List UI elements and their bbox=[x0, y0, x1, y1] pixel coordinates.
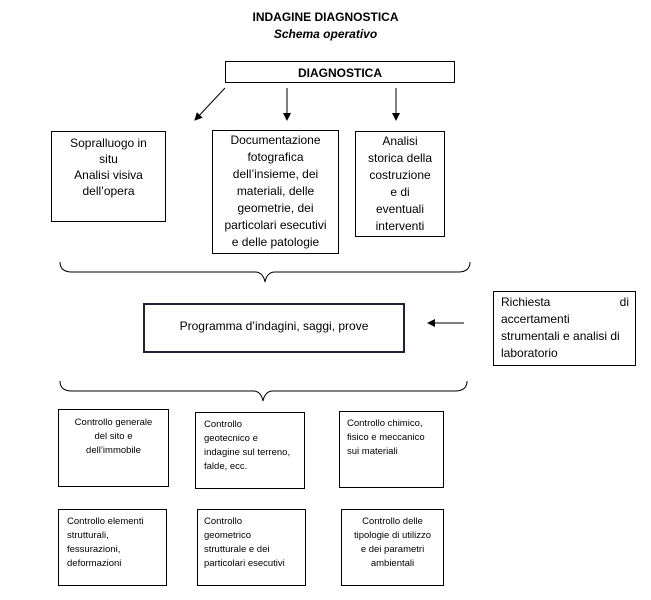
controllo-tipologie-text: Controllo delle tipologie di utilizzo e … bbox=[353, 516, 432, 569]
controllo-generale-text: Controllo generale del sito e dell’immob… bbox=[74, 417, 153, 456]
controllo-generale-box: Controllo generale del sito e dell’immob… bbox=[58, 409, 169, 487]
controllo-geometrico-box: Controllo geometrico strutturale e dei p… bbox=[197, 509, 306, 586]
page-subtitle: Schema operativo bbox=[273, 27, 378, 41]
controllo-tipologie-box: Controllo delle tipologie di utilizzo e … bbox=[341, 509, 444, 586]
richiesta-line1-left: Richiesta bbox=[501, 295, 551, 309]
lower-brace bbox=[59, 380, 468, 402]
controllo-geotecnico-text: Controllo geotecnico e indagine sul terr… bbox=[204, 419, 291, 472]
documentazione-box: Documentazione fotografica dell’insieme,… bbox=[212, 130, 339, 254]
sopralluogo-text: Sopralluogo in situ Analisi visiva dell’… bbox=[70, 136, 147, 198]
documentazione-text: Documentazione fotografica dell’insieme,… bbox=[224, 133, 327, 249]
richiesta-line1-right: di bbox=[619, 295, 629, 309]
diagnostica-label: DIAGNOSTICA bbox=[298, 66, 382, 80]
analisi-storica-box: Analisi storica della costruzione e di e… bbox=[355, 131, 445, 237]
analisi-storica-text: Analisi storica della costruzione e di e… bbox=[367, 134, 433, 233]
controllo-chimico-box: Controllo chimico, fisico e meccanico su… bbox=[339, 411, 444, 488]
richiesta-line2: accertamenti bbox=[501, 312, 570, 326]
controllo-geometrico-text: Controllo geometrico strutturale e dei p… bbox=[204, 516, 285, 569]
richiesta-box: Richiesta di accertamenti strumentali e … bbox=[493, 291, 636, 366]
diagnostica-box: DIAGNOSTICA bbox=[225, 61, 455, 83]
richiesta-line3: strumentali e analisi di bbox=[501, 329, 620, 343]
upper-brace bbox=[59, 261, 471, 283]
programma-label: Programma d’indagini, saggi, prove bbox=[179, 319, 369, 333]
programma-box: Programma d’indagini, saggi, prove bbox=[143, 303, 405, 353]
controllo-strutturali-box: Controllo elementi strutturali, fessuraz… bbox=[58, 509, 167, 586]
sopralluogo-box: Sopralluogo in situ Analisi visiva dell’… bbox=[51, 131, 166, 222]
page-title: INDAGINE DIAGNOSTICA bbox=[252, 10, 399, 24]
arrow-to-sopralluogo bbox=[194, 87, 226, 121]
controllo-geotecnico-box: Controllo geotecnico e indagine sul terr… bbox=[195, 412, 305, 489]
richiesta-line4: laboratorio bbox=[501, 346, 558, 360]
controllo-strutturali-text: Controllo elementi strutturali, fessuraz… bbox=[67, 516, 144, 569]
controllo-chimico-text: Controllo chimico, fisico e meccanico su… bbox=[347, 418, 425, 457]
